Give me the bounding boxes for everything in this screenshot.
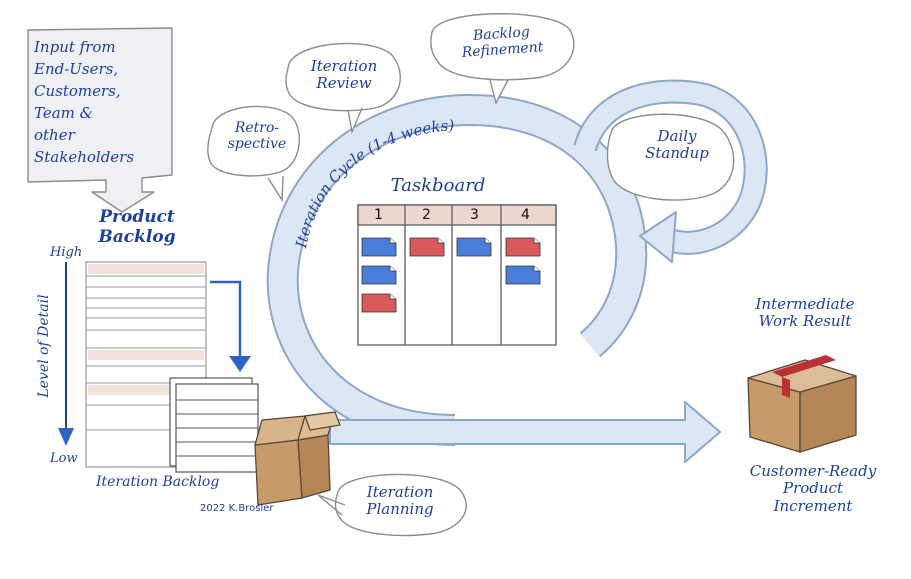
daily-standup-loop [573, 79, 768, 263]
backlog-refinement-bubble [430, 13, 575, 105]
iteration-backlog-stack [169, 377, 259, 473]
task-card-red [409, 237, 445, 257]
iteration-review-text: Iteration Review [310, 57, 378, 93]
input-line: Stakeholders [34, 148, 135, 166]
iteration-backlog-label: Iteration Backlog [96, 474, 220, 490]
task-card-fold [533, 266, 540, 272]
high-label: High [50, 245, 83, 260]
retrospective-bubble [207, 105, 300, 203]
task-card-fold [389, 294, 396, 300]
taskboard-col-1: 1 [374, 207, 383, 223]
open-box [254, 411, 341, 506]
task-card-fold [389, 266, 396, 272]
taskboard-title: Taskboard [390, 175, 486, 196]
task-card-blue [505, 265, 541, 285]
credit-label: 2022 K.Brosler [200, 503, 274, 514]
taskboard-col-2: 2 [422, 207, 431, 223]
iteration-planning-bubble [317, 473, 467, 537]
task-card-fold [389, 238, 396, 244]
task-card-fold [437, 238, 444, 244]
input-line: Input from [34, 38, 116, 56]
iteration-cycle-arrow [266, 93, 721, 463]
input-line: other [34, 126, 75, 144]
closed-box [747, 355, 857, 453]
level-of-detail-label: Level of Detail [35, 294, 52, 398]
speech-bubbles [207, 13, 735, 537]
retrospective-text: Retro- spective [227, 120, 287, 153]
task-card-fold [484, 238, 491, 244]
increment-text: Customer-Ready Product Increment [749, 462, 877, 515]
task-card-blue [361, 265, 397, 285]
input-line: Team & [34, 104, 94, 122]
taskboard [357, 204, 557, 346]
product-backlog-title: Product Backlog [98, 207, 176, 247]
taskboard-col-4: 4 [521, 207, 530, 223]
daily-standup-bubble [606, 113, 735, 201]
intermediate-result-text: Intermediate Work Result [755, 295, 855, 331]
daily-standup-text: Daily Standup [645, 127, 709, 163]
task-card-blue [456, 237, 492, 257]
taskboard-col-3: 3 [470, 207, 479, 223]
input-line: Customers, [34, 82, 121, 100]
task-card-red [361, 293, 397, 313]
taskboard-cards [361, 237, 541, 313]
iteration-planning-text: Iteration Planning [366, 483, 434, 519]
input-line: End-Users, [34, 60, 119, 78]
task-card-red [505, 237, 541, 257]
input-note-text: Input from End-Users, Customers, Team & … [34, 36, 166, 168]
task-card-fold [533, 238, 540, 244]
iteration-review-bubble [285, 42, 401, 135]
input-note [27, 27, 173, 213]
low-label: Low [50, 451, 78, 466]
task-card-blue [361, 237, 397, 257]
